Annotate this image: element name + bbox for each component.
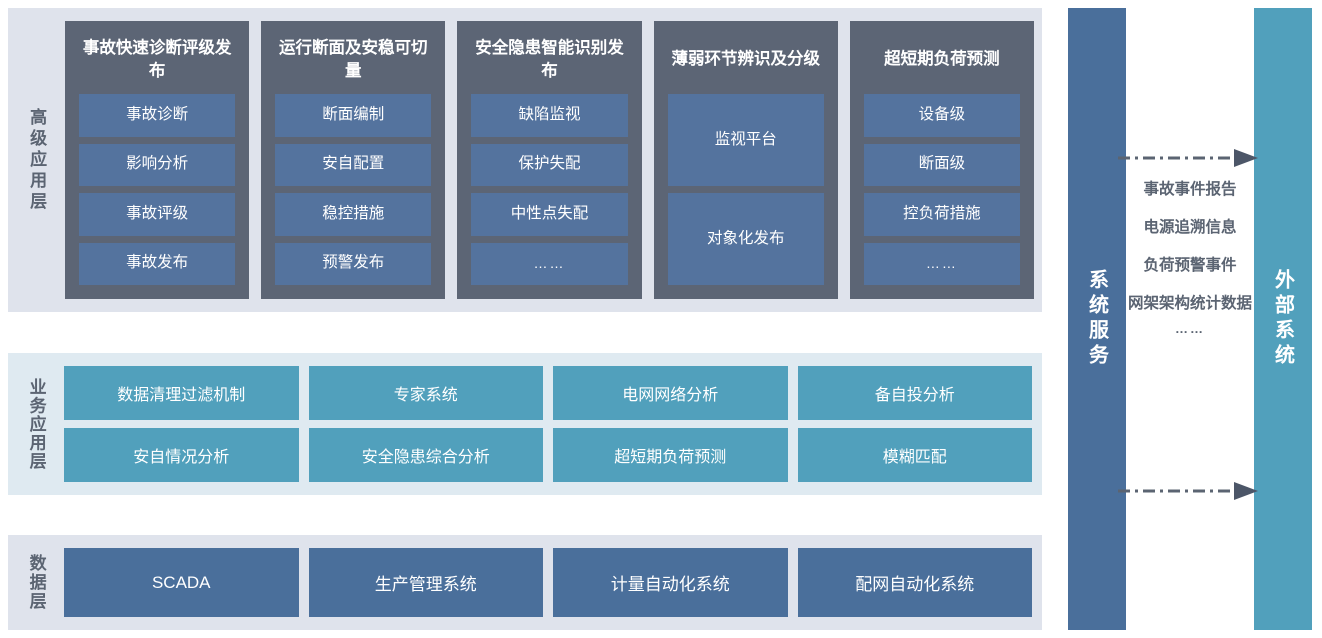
business-items-grid: 数据清理过滤机制 专家系统 电网网络分析 备自投分析 安自情况分析 安全隐患综合… [64,353,1042,495]
business-item[interactable]: 安全隐患综合分析 [308,428,543,482]
flow-arrow-top-icon [1118,149,1258,167]
business-item[interactable]: 备自投分析 [797,366,1032,420]
advanced-item[interactable]: 保护失配 [471,143,628,186]
business-item[interactable]: 数据清理过滤机制 [64,366,299,420]
data-item[interactable]: 生产管理系统 [308,548,543,617]
advanced-column-operating-section[interactable]: 运行断面及安稳可切量 断面编制 安自配置 稳控措施 预警发布 [261,21,446,299]
data-item[interactable]: SCADA [64,548,299,617]
data-layer-panel: 数据层 SCADA 生产管理系统 计量自动化系统 配网自动化系统 [8,535,1042,630]
advanced-column-title: 超短期负荷预测 [884,50,1000,69]
advanced-item[interactable]: 控负荷措施 [863,193,1021,236]
advanced-layer-label: 高级应用层 [27,107,47,213]
advanced-item[interactable]: 中性点失配 [471,193,628,236]
advanced-item[interactable]: 设备级 [863,94,1021,137]
advanced-column-load-forecast[interactable]: 超短期负荷预测 设备级 断面级 控负荷措施 …… [849,21,1035,299]
advanced-item[interactable]: 事故评级 [79,193,236,236]
advanced-column-accident-diagnosis[interactable]: 事故快速诊断评级发布 事故诊断 影响分析 事故评级 事故发布 [65,21,250,299]
advanced-item-ellipsis[interactable]: …… [863,242,1021,285]
business-item[interactable]: 安自情况分析 [64,428,299,482]
advanced-column-title: 安全隐患智能识别发布 [475,39,624,80]
advanced-column-weak-link[interactable]: 薄弱环节辨识及分级 监视平台 对象化发布 [653,21,838,299]
data-items-grid: SCADA 生产管理系统 计量自动化系统 配网自动化系统 [64,535,1042,630]
data-item[interactable]: 计量自动化系统 [553,548,788,617]
advanced-item[interactable]: 缺陷监视 [471,94,628,137]
data-layer-label: 数据层 [26,554,46,611]
business-application-layer-panel: 业务应用层 数据清理过滤机制 专家系统 电网网络分析 备自投分析 安自情况分析 … [8,353,1042,495]
advanced-item[interactable]: 监视平台 [667,94,824,186]
flow-column: 事故事件报告 电源追溯信息 负荷预警事件 网架架构统计数据 …… [1118,8,1258,630]
flow-label-list: 事故事件报告 电源追溯信息 负荷预警事件 网架架构统计数据 …… [1126,180,1254,337]
advanced-column-items: 监视平台 对象化发布 [667,94,824,285]
advanced-column-items: 设备级 断面级 控负荷措施 …… [863,94,1021,285]
advanced-column-safety-hazard[interactable]: 安全隐患智能识别发布 缺陷监视 保护失配 中性点失配 …… [457,21,642,299]
advanced-item[interactable]: 稳控措施 [275,193,432,236]
flow-arrow-bottom-icon [1118,482,1258,500]
business-item[interactable]: 模糊匹配 [797,428,1032,482]
flow-label: 网架架构统计数据 [1127,295,1252,313]
advanced-columns: 事故快速诊断评级发布 事故诊断 影响分析 事故评级 事故发布 运行断面及安稳可切… [65,8,1042,312]
business-item[interactable]: 电网网络分析 [553,366,788,420]
advanced-column-title: 薄弱环节辨识及分级 [671,50,820,69]
advanced-item[interactable]: 安自配置 [275,143,432,186]
flow-label: 事故事件报告 [1143,181,1237,198]
business-item[interactable]: 超短期负荷预测 [553,428,788,482]
business-layer-label: 业务应用层 [26,377,46,471]
external-system-bar[interactable]: 外部系统 [1254,8,1312,630]
advanced-item[interactable]: 事故诊断 [79,94,236,137]
business-item[interactable]: 专家系统 [308,366,543,420]
advanced-column-items: 断面编制 安自配置 稳控措施 预警发布 [275,94,432,285]
advanced-column-title: 事故快速诊断评级发布 [82,39,232,80]
advanced-column-items: 缺陷监视 保护失配 中性点失配 …… [471,94,628,285]
flow-label-ellipsis: …… [1175,320,1205,336]
advanced-item[interactable]: 对象化发布 [667,193,824,285]
advanced-item[interactable]: 断面编制 [275,94,432,137]
advanced-item[interactable]: 预警发布 [275,242,432,285]
advanced-column-items: 事故诊断 影响分析 事故评级 事故发布 [79,94,236,285]
advanced-item[interactable]: 影响分析 [79,143,236,186]
layer-stack: 高级应用层 事故快速诊断评级发布 事故诊断 影响分析 事故评级 事故发布 运行断… [8,0,1042,638]
data-item[interactable]: 配网自动化系统 [797,548,1032,617]
advanced-column-title: 运行断面及安稳可切量 [279,39,428,80]
advanced-item[interactable]: 事故发布 [79,242,236,285]
system-service-bar[interactable]: 系统服务 [1068,8,1126,630]
advanced-item-ellipsis[interactable]: …… [471,242,628,285]
advanced-item[interactable]: 断面级 [863,143,1021,186]
flow-label: 电源追溯信息 [1143,219,1237,237]
flow-label: 负荷预警事件 [1143,257,1237,275]
advanced-application-layer-panel: 高级应用层 事故快速诊断评级发布 事故诊断 影响分析 事故评级 事故发布 运行断… [8,8,1042,312]
